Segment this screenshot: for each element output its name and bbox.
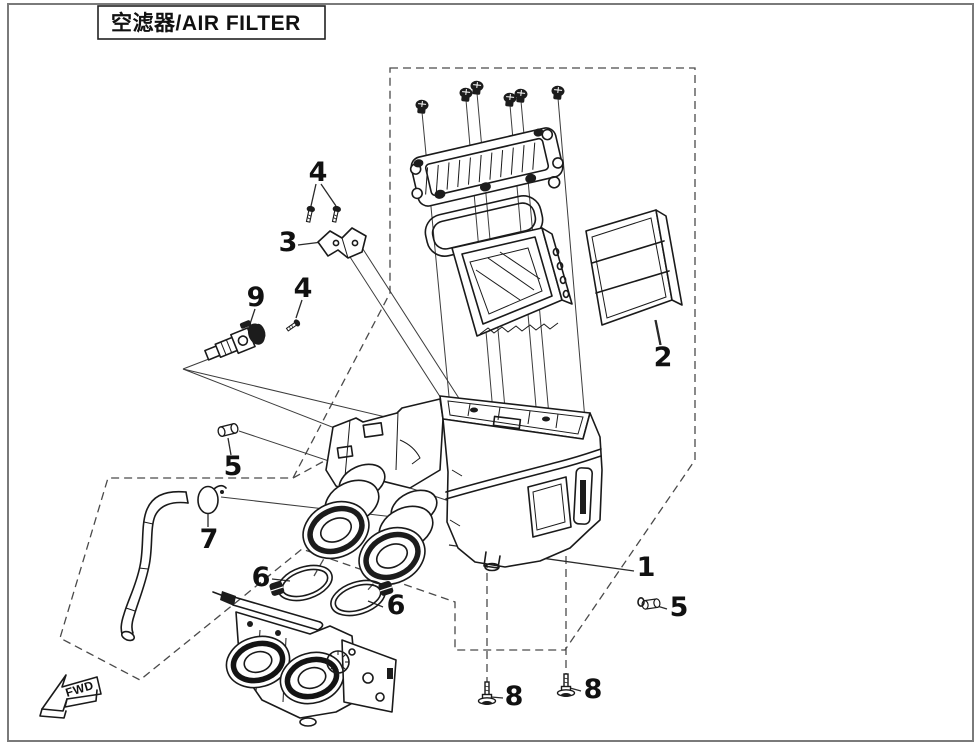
temp-sensor (204, 320, 266, 361)
callout-4-top: 4 (309, 157, 328, 188)
callout-8-left: 8 (505, 681, 524, 712)
cover-screws (414, 79, 566, 115)
callout-1: 1 (637, 552, 656, 583)
page-title: 空滤器/AIR FILTER (111, 11, 301, 35)
intake-boot-front (302, 463, 386, 560)
callout-3: 3 (279, 227, 298, 258)
rubber-plugs (216, 422, 662, 611)
mount-bracket (317, 227, 367, 259)
filter-element (585, 209, 683, 346)
title-box (97, 5, 326, 40)
drain-hose (120, 490, 189, 642)
callout-4-side: 4 (294, 273, 313, 304)
callout-5-right: 5 (670, 592, 689, 623)
page-border (7, 3, 974, 742)
boot-clamps (269, 564, 394, 617)
filter-frame (451, 227, 573, 337)
assembly-boundary-outline (59, 67, 696, 681)
mount-screws-bottom (477, 673, 576, 706)
title-block: 空滤器/AIR FILTER (97, 5, 326, 40)
intake-boot-rear (358, 489, 438, 586)
callout-7: 7 (200, 524, 219, 555)
callout-8-right: 8 (584, 674, 603, 705)
throttle-body (212, 591, 397, 727)
callout-6-left: 6 (252, 562, 271, 593)
callout-5-left: 5 (224, 451, 243, 482)
grille-cover (409, 127, 564, 207)
airbox-body (302, 395, 603, 586)
callout-6-right: 6 (387, 590, 406, 621)
callout-2: 2 (654, 342, 673, 373)
callout-9: 9 (247, 282, 266, 313)
fwd-arrow: FWD (39, 674, 102, 719)
bracket-screws (284, 204, 343, 334)
assembly-boundary-dashed (59, 67, 696, 683)
hose-clamp-small (197, 484, 227, 515)
